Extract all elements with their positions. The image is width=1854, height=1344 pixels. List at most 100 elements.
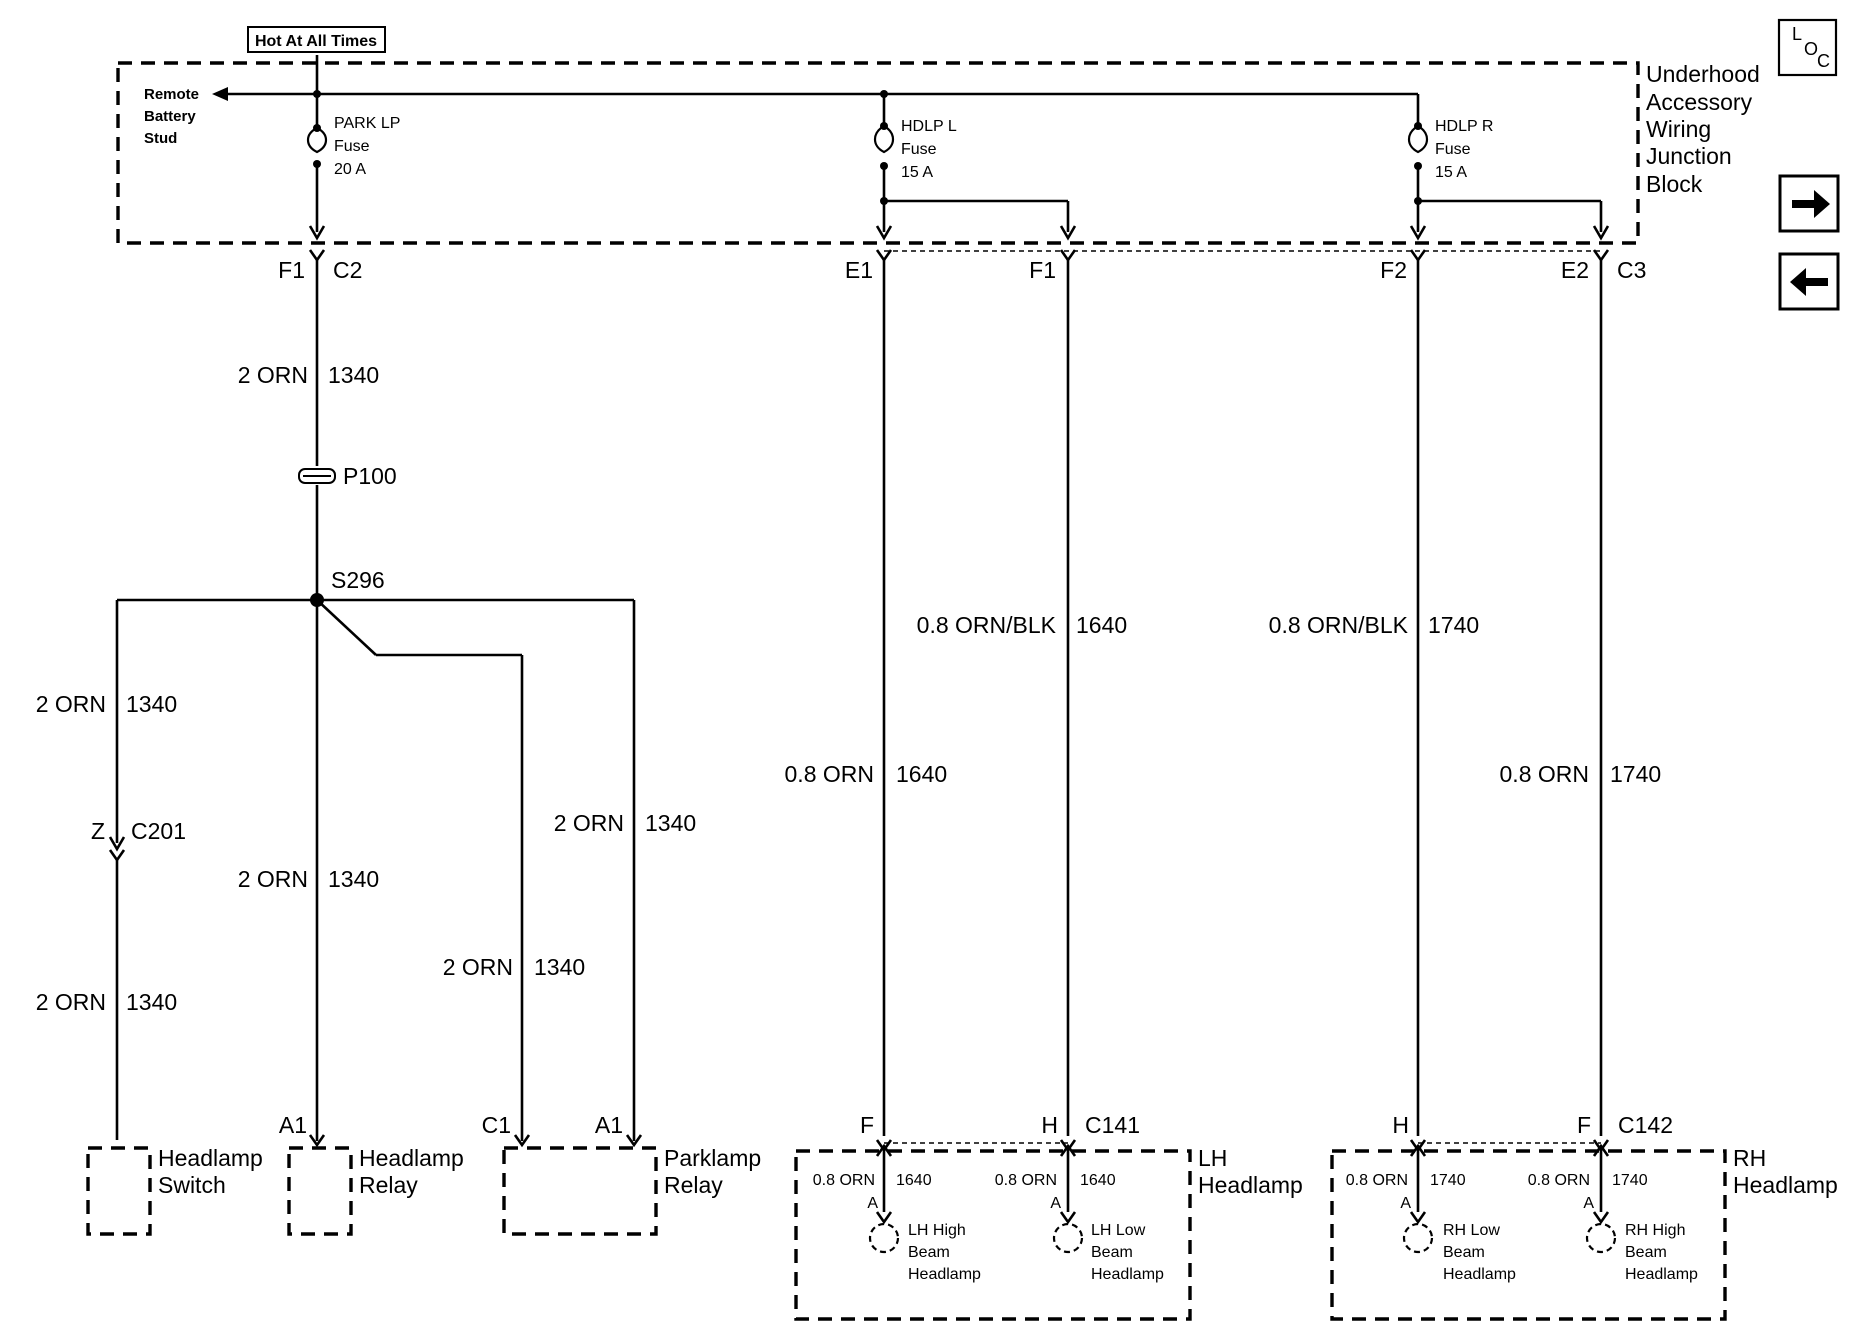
svg-text:1640: 1640	[896, 761, 947, 787]
svg-text:Headlamp: Headlamp	[359, 1145, 464, 1171]
svg-text:Fuse: Fuse	[901, 141, 937, 158]
svg-text:A: A	[1400, 1195, 1411, 1212]
bottom-pin-labels: A1 C1 A1 F H C141 H F C142	[279, 1112, 1673, 1138]
svg-text:1340: 1340	[328, 362, 379, 388]
wire-rh-low-1740: 0.8 ORN/BLK 1740	[1269, 258, 1479, 1136]
headlamp-switch: Headlamp Switch	[86, 1145, 263, 1236]
svg-text:L: L	[1792, 24, 1802, 44]
svg-text:Switch: Switch	[158, 1172, 226, 1198]
svg-text:1740: 1740	[1428, 612, 1479, 638]
hot-at-all-times-label: Hot At All Times	[247, 26, 386, 53]
svg-text:2 ORN: 2 ORN	[443, 954, 513, 980]
svg-text:HDLP L: HDLP L	[901, 118, 957, 135]
svg-text:0.8 ORN: 0.8 ORN	[813, 1172, 875, 1189]
svg-text:Headlamp: Headlamp	[1733, 1172, 1838, 1198]
park-lp-fuse: PARK LP Fuse 20 A	[306, 94, 400, 241]
wire-to-headlamp-switch: 2 ORN 1340 Z C201 2 ORN 1340	[36, 600, 186, 1140]
svg-text:0.8 ORN: 0.8 ORN	[995, 1172, 1057, 1189]
svg-text:Block: Block	[1646, 171, 1703, 197]
hdlp-l-fuse: HDLP L Fuse 15 A	[873, 94, 1077, 241]
svg-text:Headlamp: Headlamp	[1091, 1266, 1164, 1283]
connector-c2-c3-row: F1 C2 E1 F1 F2 E2 C3	[278, 249, 1646, 283]
svg-text:E2: E2	[1561, 257, 1589, 283]
svg-text:C3: C3	[1617, 257, 1646, 283]
junction-block-outline	[116, 61, 1640, 245]
svg-text:15 A: 15 A	[901, 164, 933, 181]
svg-text:Fuse: Fuse	[1435, 141, 1471, 158]
svg-text:Headlamp: Headlamp	[1443, 1266, 1516, 1283]
svg-text:1340: 1340	[126, 691, 177, 717]
svg-text:Beam: Beam	[1625, 1244, 1667, 1261]
svg-text:2 ORN: 2 ORN	[238, 866, 308, 892]
lamp-lh-high-beam: 0.8 ORN 1640 A LH High Beam Headlamp	[813, 1143, 981, 1283]
junction-block-title: Underhood Accessory Wiring Junction Bloc…	[1646, 61, 1760, 197]
svg-text:1740: 1740	[1430, 1172, 1466, 1189]
svg-text:Fuse: Fuse	[334, 138, 370, 155]
svg-text:Headlamp: Headlamp	[1625, 1266, 1698, 1283]
svg-text:O: O	[1804, 39, 1818, 59]
svg-text:PARK LP: PARK LP	[334, 115, 400, 132]
svg-text:C2: C2	[333, 257, 362, 283]
svg-text:Battery: Battery	[144, 108, 196, 125]
svg-text:S296: S296	[331, 567, 385, 593]
remote-battery-stud-label: Remote Battery Stud	[144, 86, 199, 147]
svg-text:A: A	[1583, 1195, 1594, 1212]
svg-text:2 ORN: 2 ORN	[554, 810, 624, 836]
svg-text:H: H	[1041, 1112, 1058, 1138]
svg-text:F: F	[1577, 1112, 1591, 1138]
svg-text:LH: LH	[1198, 1145, 1227, 1171]
svg-text:1640: 1640	[1076, 612, 1127, 638]
svg-text:Parklamp: Parklamp	[664, 1145, 761, 1171]
svg-text:2 ORN: 2 ORN	[36, 989, 106, 1015]
loc-icon[interactable]: L O C	[1777, 18, 1838, 77]
svg-text:F: F	[860, 1112, 874, 1138]
lamp-rh-high-beam: 0.8 ORN 1740 A RH High Beam Headlamp	[1528, 1143, 1698, 1283]
svg-text:1740: 1740	[1610, 761, 1661, 787]
svg-text:C142: C142	[1618, 1112, 1673, 1138]
lh-headlamp-assembly: LH Headlamp	[794, 1139, 1303, 1321]
svg-text:Relay: Relay	[359, 1172, 418, 1198]
svg-text:0.8 ORN: 0.8 ORN	[1528, 1172, 1590, 1189]
svg-text:0.8 ORN/BLK: 0.8 ORN/BLK	[1269, 612, 1409, 638]
svg-text:Relay: Relay	[664, 1172, 723, 1198]
svg-text:Headlamp: Headlamp	[1198, 1172, 1303, 1198]
svg-text:HDLP R: HDLP R	[1435, 118, 1493, 135]
wire-to-parklamp-relay-a1: 2 ORN 1340	[554, 600, 696, 1148]
svg-text:F2: F2	[1380, 257, 1407, 283]
svg-text:15 A: 15 A	[1435, 164, 1467, 181]
svg-text:0.8 ORN: 0.8 ORN	[1500, 761, 1589, 787]
svg-text:RH High: RH High	[1625, 1222, 1685, 1239]
wire-lh-low-1640: 0.8 ORN/BLK 1640	[917, 258, 1127, 1136]
svg-text:Headlamp: Headlamp	[158, 1145, 263, 1171]
svg-text:RH Low: RH Low	[1443, 1222, 1500, 1239]
svg-text:Beam: Beam	[1091, 1244, 1133, 1261]
svg-text:P100: P100	[343, 463, 397, 489]
wire-to-headlamp-relay: 2 ORN 1340	[238, 600, 379, 1148]
svg-text:1340: 1340	[328, 866, 379, 892]
svg-text:Beam: Beam	[1443, 1244, 1485, 1261]
svg-text:H: H	[1392, 1112, 1409, 1138]
svg-text:1640: 1640	[896, 1172, 932, 1189]
svg-text:C1: C1	[482, 1112, 511, 1138]
svg-text:1740: 1740	[1612, 1172, 1648, 1189]
svg-text:LH High: LH High	[908, 1222, 966, 1239]
svg-text:Underhood: Underhood	[1646, 61, 1760, 87]
svg-text:Z: Z	[91, 818, 105, 844]
arrow-right-icon[interactable]	[1778, 174, 1840, 233]
svg-text:1640: 1640	[1080, 1172, 1116, 1189]
svg-text:Stud: Stud	[144, 130, 177, 147]
svg-text:LH Low: LH Low	[1091, 1222, 1146, 1239]
svg-text:A: A	[1050, 1195, 1061, 1212]
splice-s296: S296	[117, 567, 634, 657]
svg-text:C141: C141	[1085, 1112, 1140, 1138]
svg-text:C201: C201	[131, 818, 186, 844]
arrow-left-icon[interactable]	[1778, 252, 1840, 311]
wire-rh-high-1740: 0.8 ORN 1740	[1500, 258, 1661, 1136]
svg-text:A1: A1	[595, 1112, 623, 1138]
svg-text:RH: RH	[1733, 1145, 1766, 1171]
svg-text:E1: E1	[845, 257, 873, 283]
svg-text:C: C	[1817, 51, 1830, 71]
hdlp-r-fuse: HDLP R Fuse 15 A	[1407, 118, 1610, 241]
svg-text:20 A: 20 A	[334, 161, 366, 178]
